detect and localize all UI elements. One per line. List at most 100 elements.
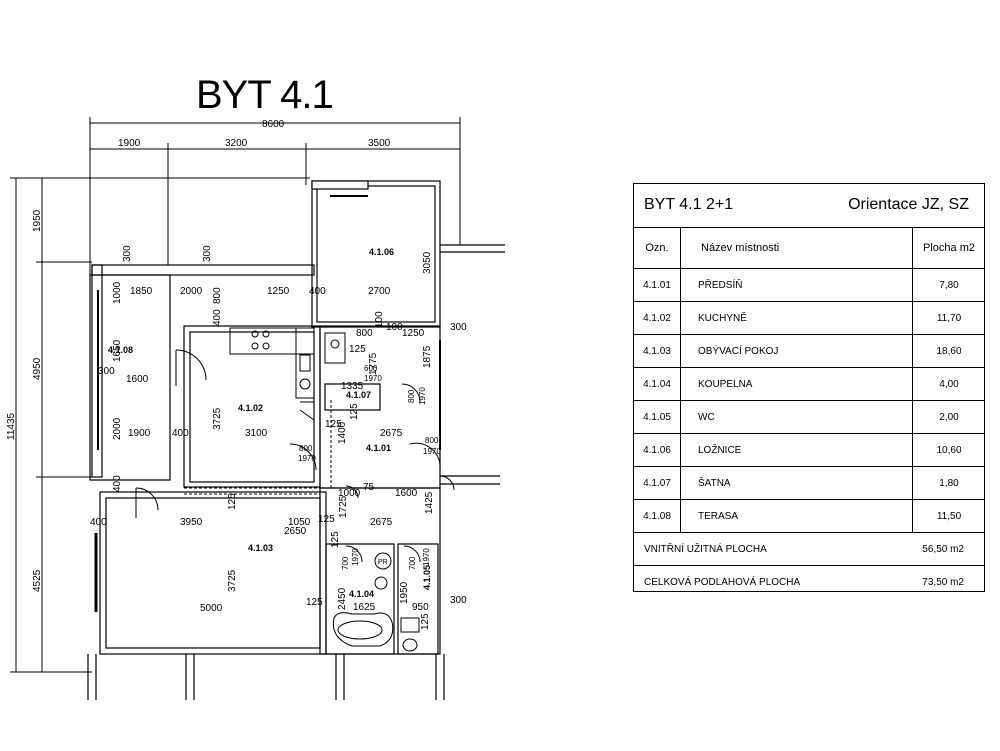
dim-text: 2650 [284,526,307,537]
room-id: 4.1.01 [634,269,681,301]
room-id: 4.1.06 [634,434,681,466]
table-row: 4.1.06 LOŽNICE 10,60 [634,434,984,467]
door-width: 800 [425,436,439,445]
door-height: 1970 [298,454,316,463]
room-area-table: BYT 4.1 2+1 Orientace JZ, SZ Ozn. Název … [633,183,985,592]
door-labels: 600 1970 800 1970 800 1970 800 1970 700 … [298,364,441,570]
dim-text: 2450 [337,587,348,610]
dim-text: 950 [412,602,429,613]
room-label: 4.1.06 [369,247,394,257]
room-label: 4.1.02 [238,403,263,413]
dim-text: 3050 [422,251,433,274]
dim-text: 800 [356,328,373,339]
room-name: KOUPELNA [681,368,913,400]
room-label: 4.1.04 [349,589,374,599]
dim-text: 2000 [112,417,123,440]
room-area: 2,00 [939,411,959,423]
summary-label: VNITŘNÍ UŽITNÁ PLOCHA [644,543,767,555]
table-column-headers: Ozn. Název místnosti Plocha m2 [634,228,984,269]
room-name: PŘEDSÍŇ [681,269,913,301]
dim-text: 300 [122,245,133,262]
room-label: 4.1.01 [366,443,391,453]
room-name: ŠATNA [681,467,913,499]
dim-text: 3950 [180,517,203,528]
table-row: 4.1.08 TERASA 11,50 [634,500,984,533]
dim-text: 1400 [337,421,348,444]
dim-text: 1950 [399,581,410,604]
summary-row: CELKOVÁ PODLAHOVÁ PLOCHA 73,50 m2 [634,566,984,598]
room-name: TERASA [681,500,913,532]
dim-text: 400 [309,286,326,297]
dim-text: 125 [318,514,335,525]
dim-text: 300 [450,322,467,333]
dim-text: 75 [363,482,375,493]
door-height: 1970 [364,374,382,383]
room-id: 4.1.02 [634,302,681,334]
room-area: 11,50 [936,510,962,522]
dim-text: 300 [450,595,467,606]
dim-height-2: 4950 [32,357,43,380]
dim-height-3: 4525 [32,569,43,592]
dim-text: 1775 [368,352,379,375]
dim-text: 1650 [112,339,123,362]
room-area: 18,60 [936,345,962,357]
fixtures [184,327,420,652]
room-name: KUCHYNĚ [681,302,913,334]
dim-text: 400 [90,517,107,528]
dim-text: 5000 [200,603,223,614]
door-width: 800 [407,389,416,403]
plan-title: BYT 4.1 [196,73,333,117]
dim-text: 3100 [245,428,268,439]
room-label: 4.1.03 [248,543,273,553]
room-id: 4.1.03 [634,335,681,367]
room-label: 4.1.05 [422,565,432,590]
dim-text: 100 [386,322,403,333]
dim-text: 800 [212,287,223,304]
dim-text: 1625 [353,602,376,613]
room-label: 4.1.08 [108,345,133,355]
door-width: 700 [341,556,350,570]
table-row: 4.1.07 ŠATNA 1,80 [634,467,984,500]
room-id: 4.1.04 [634,368,681,400]
table-row: 4.1.01 PŘEDSÍŇ 7,80 [634,269,984,302]
dim-total-height: 11435 [6,412,17,440]
table-row: 4.1.04 KOUPELNA 4,00 [634,368,984,401]
dim-text: 125 [330,531,341,548]
room-area: 10,60 [936,444,962,456]
dim-text: 300 [202,245,213,262]
dim-text: 400 [172,428,189,439]
room-area: 4,00 [939,378,959,390]
dim-text: 1875 [422,345,433,368]
dim-text: 125 [227,493,238,510]
door-width: 800 [299,444,313,453]
dim-text: 400 [112,475,123,492]
table-header: BYT 4.1 2+1 Orientace JZ, SZ [634,184,984,228]
dim-text: 1050 [288,517,311,528]
col-header-area: Plocha m2 [923,242,975,254]
room-name: LOŽNICE [681,434,913,466]
inner-dimensions: 300 300 1850 2000 1250 400 2700 1000 800… [90,245,467,630]
dim-text: 1000 [112,281,123,304]
room-area: 1,80 [939,477,959,489]
dim-text: 400 [212,309,223,326]
room-name: OBÝVACÍ POKOJ [681,335,913,367]
door-width: 600 [364,364,378,373]
dim-height-1: 1950 [32,209,43,232]
left-dimensions: 11435 1950 4950 4525 [6,177,310,673]
dim-text: 1850 [130,286,153,297]
room-id: 4.1.05 [634,401,681,433]
dim-text: 2700 [368,286,391,297]
table-row: 4.1.03 OBÝVACÍ POKOJ 18,60 [634,335,984,368]
summary-value: 56,50 m2 [922,543,964,555]
col-header-id: Ozn. [634,228,681,268]
summary-label: CELKOVÁ PODLAHOVÁ PLOCHA [644,576,801,588]
dim-text: 3725 [212,407,223,430]
room-id: 4.1.08 [634,500,681,532]
orientation: Orientace JZ, SZ [848,196,969,213]
dim-text: 1900 [128,428,151,439]
room-area: 11,70 [936,312,962,324]
room-name: WC [681,401,913,433]
dim-text: 3725 [227,569,238,592]
dim-width-2: 3200 [225,138,248,149]
dim-text: 2000 [180,286,203,297]
